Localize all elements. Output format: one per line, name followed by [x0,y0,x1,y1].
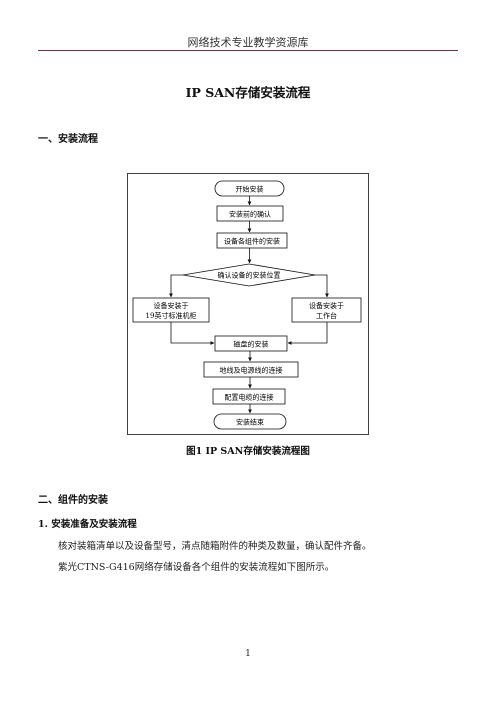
step-label-disk: 磁盘的安装 [234,340,269,349]
install-flowchart: 开始安装 安装前的确认 设备各组件的安装 确认设备的安装位置 设备安装于 19英… [127,173,369,435]
page-header: 网络技术专业教学资源库 [187,36,309,49]
step-box-confirm [216,205,284,222]
step-box-cable [212,388,286,405]
arrow-left-branch [169,274,183,298]
start-label: 开始安装 [236,185,264,194]
step-box-components [216,232,288,249]
page-number: 1 [245,649,251,659]
arrow-merge-right [287,322,328,345]
rack-option-line2: 19英寸标准机柜 [146,311,197,320]
step-label-confirm: 安装前的确认 [229,210,271,219]
desk-option-line1: 设备安装于 [309,301,344,310]
step-label-cable: 配置电缆的连接 [225,393,274,402]
step-box-disk [214,335,288,352]
desk-option-line2: 工作台 [316,311,337,320]
flowchart-frame [127,173,369,435]
subsection-heading: 1. 安装准备及安装流程 [38,519,137,530]
end-label: 安装结束 [236,418,264,427]
step-label-power: 地线及电源线的连接 [220,366,283,375]
end-terminal [213,413,287,430]
header-rule [38,50,458,51]
paragraph-flow-intro: 紫光CTNS-G416网络存储设备各个组件的安装流程如下图所示。 [58,562,335,573]
section-heading-install-flow: 一、安装流程 [38,134,98,145]
decision-diamond [182,263,316,287]
arrow-right-branch [315,274,329,298]
step-label-components: 设备各组件的安装 [224,237,280,246]
figure-caption: 图1 IP SAN存储安装流程图 [186,446,310,457]
desk-option-box [291,297,362,323]
decision-label: 确认设备的安装位置 [218,271,281,280]
step-box-power [203,361,299,378]
rack-option-line1: 设备安装于 [154,301,189,310]
section-heading-components: 二、组件的安装 [38,495,108,506]
document-title: IP SAN存储安装流程 [185,85,311,100]
paragraph-checklist: 核对装箱清单以及设备型号，清点随箱附件的种类及数量，确认配件齐备。 [58,541,372,552]
arrow-merge-left [170,322,215,345]
